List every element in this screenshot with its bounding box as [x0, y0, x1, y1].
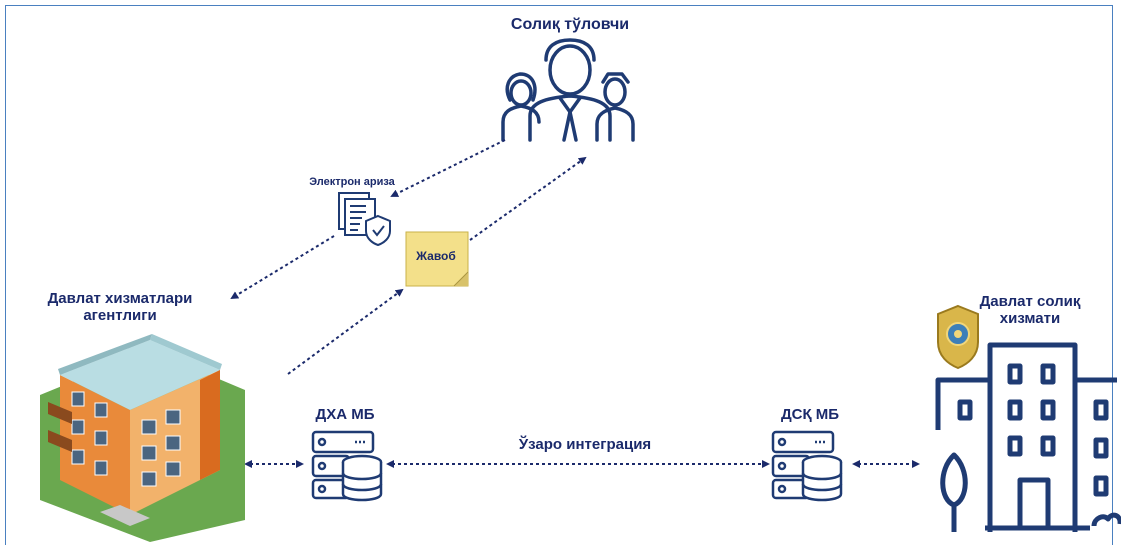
integration-label: Ўзаро интеграция [518, 436, 652, 453]
agency-title: Давлат хизматлари агентлиги [47, 290, 193, 325]
arrow-agency-to-reply [287, 288, 404, 375]
database-server-icon-right [771, 430, 843, 502]
agency-database-label: ДХА МБ [315, 406, 375, 423]
diagram-frame [5, 5, 1113, 545]
database-server-icon-left [311, 430, 383, 502]
agency-building-illustration [40, 334, 245, 542]
arrow-reply-to-taxpayer [469, 156, 587, 241]
reply-note-icon [405, 231, 469, 287]
tax-service-title: Давлат солиқ хизмати [979, 293, 1081, 328]
tax-badge-emblem-icon [937, 304, 979, 370]
tax-database-label: ДСҚ МБ [780, 406, 840, 423]
taxpayer-title: Солиқ тўловчи [510, 16, 630, 33]
reply-label: Жавоб [416, 249, 456, 263]
document-shield-icon [338, 192, 391, 247]
arrow-application-to-agency [230, 235, 335, 300]
taxpayer-people-icon [501, 38, 635, 142]
electronic-application-label: Электрон ариза [309, 176, 395, 188]
flow-arrows [230, 139, 920, 468]
tax-service-building-icon [935, 342, 1121, 532]
